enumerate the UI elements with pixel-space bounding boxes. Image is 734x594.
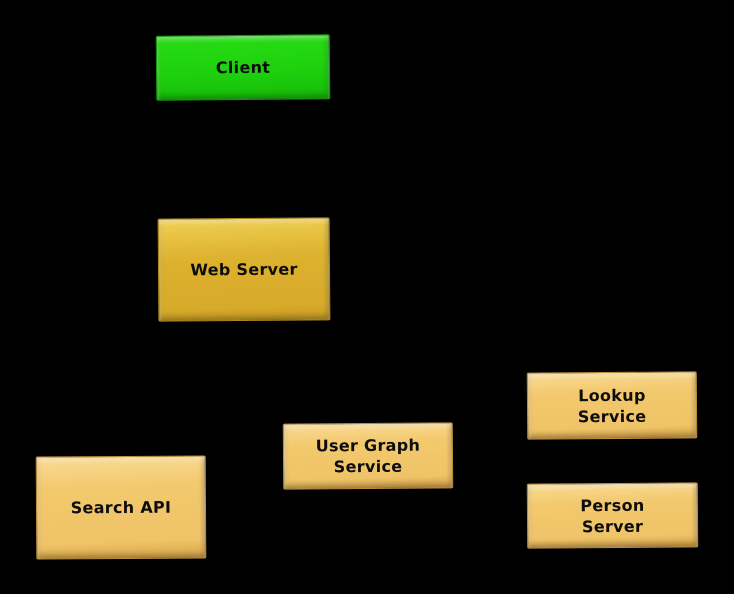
node-label: User Graph Service	[315, 435, 421, 477]
node-lookup-service: Lookup Service	[526, 371, 698, 440]
node-search-api: Search API	[35, 455, 207, 560]
node-web-server: Web Server	[157, 217, 331, 322]
node-person-server: Person Server	[526, 482, 699, 549]
node-client: Client	[155, 34, 331, 101]
node-label: Lookup Service	[577, 385, 647, 426]
node-label: Person Server	[580, 495, 645, 536]
node-label: Client	[215, 57, 271, 78]
node-user-graph-service: User Graph Service	[282, 422, 454, 490]
node-label: Web Server	[190, 259, 298, 280]
node-label: Search API	[70, 497, 172, 518]
